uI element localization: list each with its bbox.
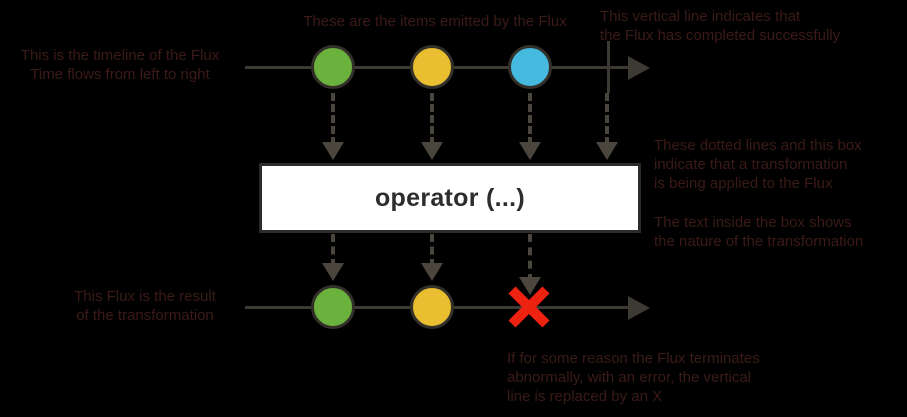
dash-line-source-2 [430, 93, 434, 145]
dash-line-completion [605, 93, 609, 145]
dash-arrow-result-2-icon [421, 263, 443, 281]
dash-line-result-3 [528, 234, 532, 282]
box-text-annotation: The text inside the box shows the nature… [654, 214, 864, 250]
result-annotation: This Flux is the result of the transform… [74, 288, 216, 324]
error-annotation: If for some reason the Flux terminates a… [507, 350, 760, 405]
dash-arrow-result-3-icon [519, 277, 541, 295]
dash-line-result-1 [331, 234, 335, 267]
marble-green-source [311, 45, 355, 89]
dash-line-source-3 [528, 93, 532, 145]
items-annotation: These are the items emitted by the Flux [303, 13, 567, 30]
completion-annotation: This vertical line indicates that the Fl… [600, 8, 841, 44]
marble-yellow-source [410, 45, 454, 89]
marble-yellow-result [410, 285, 454, 329]
operator-label: operator (...) [374, 183, 526, 212]
result-flux-arrow-icon [628, 296, 650, 320]
source-flux-arrow-icon [628, 56, 650, 80]
dash-arrow-source-3-icon [519, 142, 541, 160]
dash-arrow-source-2-icon [421, 142, 443, 160]
error-x-marker-icon [508, 286, 550, 328]
operator-box[interactable]: operator (...) [259, 163, 641, 233]
transformation-annotation: These dotted lines and this box indicate… [654, 137, 862, 192]
marble-blue-source [508, 45, 552, 89]
vertical-completion-bar [607, 41, 610, 93]
dash-arrow-completion-icon [596, 142, 618, 160]
dash-line-result-2 [430, 234, 434, 267]
dash-arrow-result-1-icon [322, 263, 344, 281]
dash-line-source-1 [331, 93, 335, 145]
dash-arrow-source-1-icon [322, 142, 344, 160]
timeline-annotation: This is the timeline of the Flux Time fl… [20, 47, 220, 83]
marble-green-result [311, 285, 355, 329]
